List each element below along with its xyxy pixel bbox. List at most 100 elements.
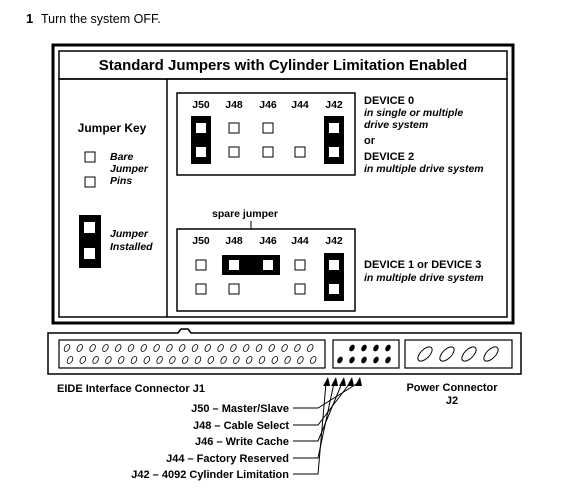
installed-jumper-icon: [79, 215, 101, 268]
bare-pins-label: Pins: [110, 175, 132, 187]
device-2-label: DEVICE 2: [364, 151, 414, 163]
config_top-label-j48: J48: [225, 99, 243, 111]
config_top-label-j46: J46: [259, 99, 277, 111]
eide-pin: [130, 356, 138, 364]
pin-j48: [228, 146, 240, 158]
eide-pin: [143, 356, 151, 364]
jumper-installed-label: Jumper: [110, 228, 149, 240]
legend-item-j44: J44 – Factory Reserved: [166, 453, 289, 465]
leader-line: [293, 382, 343, 442]
pin-j46: [262, 146, 274, 158]
jumper-pin: [349, 356, 355, 364]
jumper-pin: [349, 344, 355, 352]
device-0-desc: drive system: [364, 119, 428, 131]
eide-connector-label: EIDE Interface Connector J1: [57, 383, 205, 395]
power-pin: [483, 346, 499, 362]
step-number: 1: [26, 11, 33, 26]
eide-pin: [217, 344, 224, 352]
config_top-label-j50: J50: [192, 99, 210, 111]
power-connector-label: Power Connector: [406, 382, 498, 394]
eide-pin: [230, 344, 237, 352]
pin-j44: [294, 259, 306, 271]
eide-pin: [194, 356, 202, 364]
or-label: or: [364, 135, 376, 147]
eide-pin: [105, 356, 112, 364]
eide-pin: [191, 344, 199, 352]
eide-pin: [204, 344, 212, 352]
eide-pin: [181, 356, 189, 364]
pin-j48: [228, 283, 240, 295]
leader-line: [293, 382, 335, 459]
eide-pin: [117, 356, 125, 364]
leader-line: [293, 382, 359, 409]
eide-pin: [79, 356, 87, 364]
config_bottom-label-j50: J50: [192, 235, 210, 247]
eide-pin: [89, 344, 96, 352]
eide-pin: [153, 344, 160, 352]
eide-connector-j1: [58, 339, 326, 369]
bare-pins-label: Jumper: [110, 163, 149, 175]
leader-arrow: [331, 377, 338, 386]
leader-arrow: [339, 377, 346, 386]
panel-title: Standard Jumpers with Cylinder Limitatio…: [99, 57, 467, 74]
eide-pin: [92, 356, 99, 364]
eide-pin: [220, 356, 227, 364]
power-pin: [461, 346, 477, 362]
jumper-key: Jumper Key Bare Jumper Pins Jumper Insta…: [78, 121, 153, 268]
step-text: Turn the system OFF.: [41, 12, 161, 26]
legend-item-j50: J50 – Master/Slave: [191, 403, 289, 415]
bare-pin-icon: [84, 176, 96, 188]
power-connector-label: J2: [446, 395, 458, 407]
config_top-label-j44: J44: [291, 99, 309, 111]
eide-pin: [76, 344, 84, 352]
jumper-pin: [385, 356, 391, 364]
eide-pin: [233, 356, 240, 364]
device-1-3-label: DEVICE 1 or DEVICE 3: [364, 259, 481, 271]
device-0-desc: in single or multiple: [364, 107, 463, 119]
device-1-3-desc: in multiple drive system: [364, 272, 484, 284]
jumper-pin: [361, 344, 367, 352]
eide-pin: [306, 344, 314, 352]
jumper-installed-j50: [191, 116, 211, 164]
jumper-pin: [337, 356, 343, 364]
jumper-installed-j42: [324, 116, 344, 164]
pin-j46: [262, 122, 274, 134]
eide-pin: [169, 356, 176, 364]
jumper-pin: [373, 356, 379, 364]
legend-item-j42: J42 – 4092 Cylinder Limitation: [131, 469, 289, 481]
eide-pin: [281, 344, 288, 352]
jumper-pin: [385, 344, 391, 352]
device-2-desc: in multiple drive system: [364, 163, 484, 175]
drive-connector-edge: [47, 328, 522, 375]
jumper-block: [332, 339, 400, 369]
eide-pin: [66, 356, 74, 364]
eide-pin: [258, 356, 266, 364]
pin-j44: [294, 146, 306, 158]
leader-arrow: [323, 377, 330, 386]
eide-pin: [166, 344, 173, 352]
config_bottom-label-j42: J42: [325, 235, 343, 247]
eide-pin: [102, 344, 109, 352]
eide-pin: [63, 344, 71, 352]
eide-pin: [140, 344, 148, 352]
eide-pin: [114, 344, 122, 352]
config_bottom-label-j44: J44: [291, 235, 309, 247]
bare-pins-label: Bare: [110, 151, 134, 163]
leader-arrow: [355, 377, 362, 386]
eide-pin: [271, 356, 279, 364]
eide-pin: [309, 356, 317, 364]
jumper-installed-j42: [324, 253, 344, 301]
spare-jumper-label: spare jumper: [212, 208, 278, 220]
eide-pin: [242, 344, 250, 352]
config_top-label-j42: J42: [325, 99, 343, 111]
pin-j44: [294, 283, 306, 295]
config_bottom-label-j48: J48: [225, 235, 243, 247]
eide-pin: [127, 344, 135, 352]
eide-pin: [255, 344, 263, 352]
leader-arrow: [347, 377, 354, 386]
jumper-pin: [361, 356, 367, 364]
